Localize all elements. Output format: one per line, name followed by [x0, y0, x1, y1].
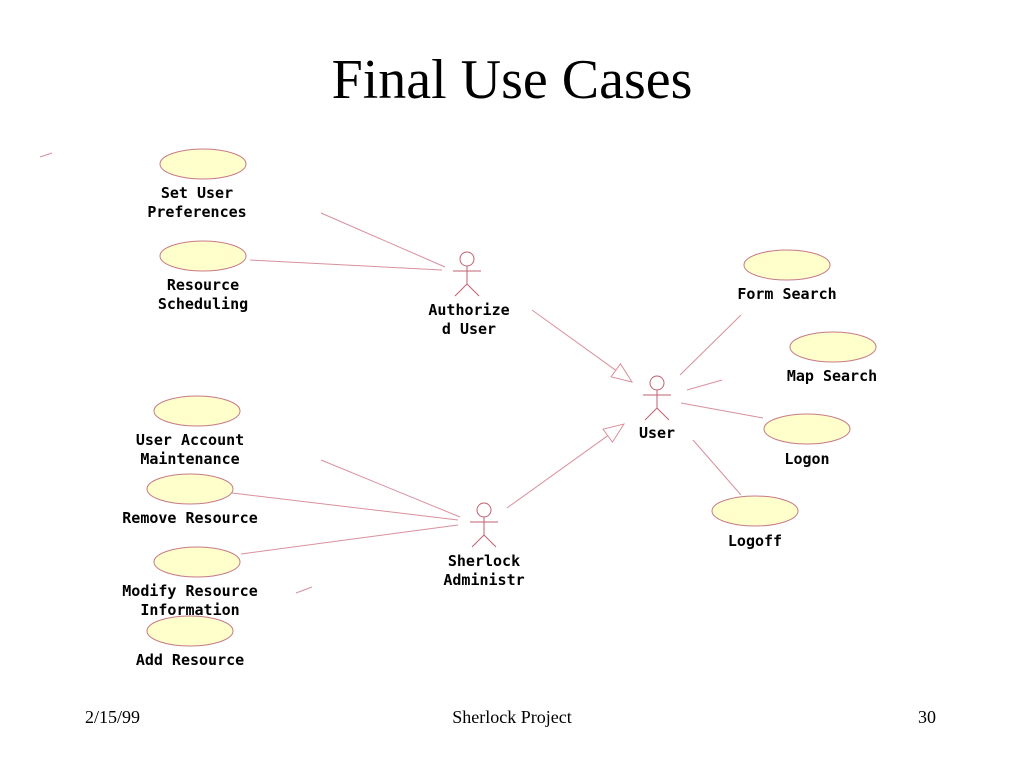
association-line — [686, 379, 723, 391]
use-case-map-search: Map Search — [787, 331, 877, 385]
use-case-ellipse — [711, 495, 799, 527]
use-case-ellipse — [743, 249, 831, 281]
use-case-ellipse — [159, 240, 247, 272]
use-case-label: Add Resource — [136, 651, 244, 669]
use-case-logoff: Logoff — [711, 495, 799, 550]
use-case-ellipse — [763, 413, 851, 445]
footer-page-number: 30 — [918, 707, 936, 727]
association-line — [679, 314, 742, 376]
actor-head — [476, 502, 492, 518]
actor-left-leg — [644, 407, 658, 421]
use-case-label: Logon — [784, 450, 829, 468]
generalization-admin-to-user — [506, 423, 626, 509]
use-case-add-resource: Add Resource — [136, 615, 244, 669]
actor-label: d User — [442, 320, 496, 338]
use-case-label: Form Search — [737, 285, 836, 303]
generalization-authorized-to-user — [531, 309, 634, 383]
generalization-line — [506, 435, 609, 509]
actor-right-leg — [466, 283, 480, 297]
use-case-label: Logoff — [728, 532, 782, 550]
association-line — [39, 152, 53, 158]
slide-title: Final Use Cases — [331, 49, 693, 111]
association-line — [249, 259, 443, 271]
actor-right-leg — [483, 534, 497, 548]
association-line — [692, 439, 742, 496]
generalization-arrowhead — [602, 423, 626, 444]
use-case-label: Remove Resource — [122, 509, 257, 527]
use-case-logon: Logon — [763, 413, 851, 468]
use-case-label: Resource — [167, 276, 239, 294]
actor-label: Sherlock — [448, 552, 520, 570]
association-line — [320, 459, 461, 518]
use-case-label: Modify Resource — [122, 582, 257, 600]
actor-right-leg — [656, 407, 670, 421]
use-case-label: Preferences — [147, 203, 246, 221]
actor-head — [459, 251, 475, 267]
use-case-form-search: Form Search — [737, 249, 837, 303]
use-case-label: Map Search — [787, 367, 877, 385]
use-case-ellipse — [789, 331, 877, 363]
footer-project: Sherlock Project — [452, 707, 572, 727]
use-case-label: Set User — [161, 184, 233, 202]
use-case-ellipse — [153, 546, 241, 578]
footer-date: 2/15/99 — [85, 707, 141, 727]
use-case-label: User Account — [136, 431, 244, 449]
use-case-ellipse — [159, 148, 247, 180]
association-line — [231, 492, 459, 521]
association-line — [680, 402, 764, 419]
actor-left-leg — [471, 534, 485, 548]
actor-user: User — [639, 375, 675, 442]
use-case-label: Scheduling — [158, 295, 248, 313]
actor-head — [649, 375, 665, 391]
use-case-label: Information — [140, 601, 239, 619]
use-case-ellipse — [146, 615, 234, 647]
actor-label: Administr — [443, 571, 524, 589]
generalization-arrowhead — [610, 362, 634, 383]
use-case-ellipse — [153, 395, 241, 427]
actor-left-leg — [454, 283, 468, 297]
association-line — [240, 524, 459, 555]
use-case-remove-resource: Remove Resource — [122, 473, 258, 527]
association-line — [295, 586, 313, 594]
actor-label: Authorize — [428, 301, 509, 319]
association-line — [320, 212, 446, 268]
actor-label: User — [639, 424, 675, 442]
use-case-ellipse — [146, 473, 234, 505]
use-case-label: Maintenance — [140, 450, 239, 468]
generalization-line — [531, 309, 617, 371]
